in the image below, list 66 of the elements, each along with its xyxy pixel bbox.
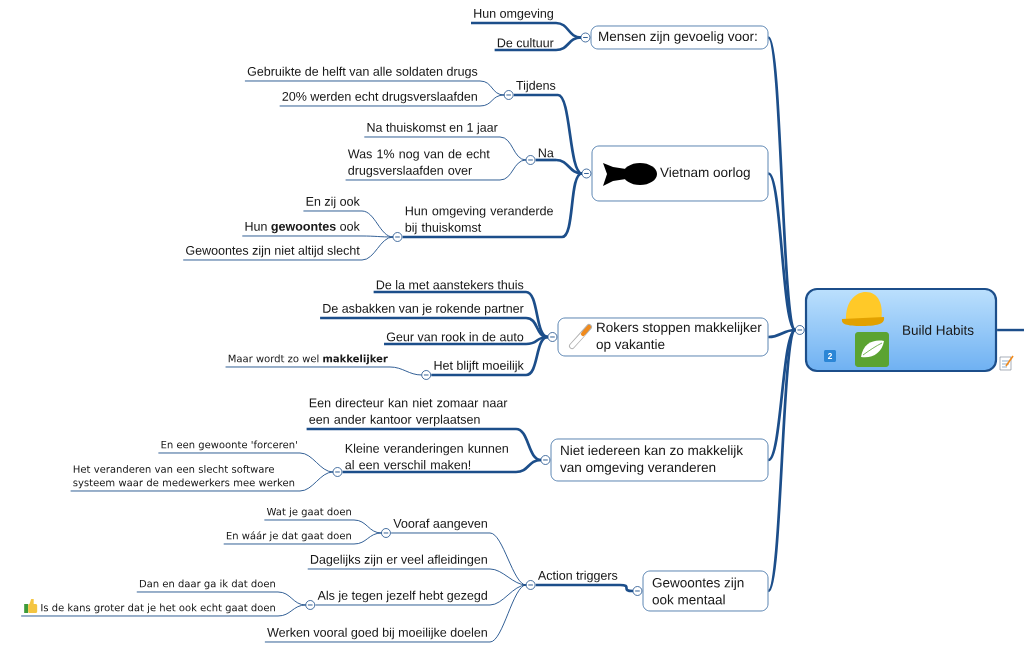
topic-label: Een directeur kan niet zomaar naar een ander kantoor verplaatsen [306, 398, 516, 431]
topic-label: Maar wordt zo wel makkelijker [225, 354, 391, 368]
branch-line [997, 328, 1024, 332]
topic-label: Hun omgeving veranderde bij thuiskomst [402, 206, 562, 239]
topic-label: Was 1% nog van de echt drugsverslaafden over [345, 149, 501, 181]
branch-line [515, 458, 542, 474]
branch-line [489, 568, 527, 586]
branch-line [557, 93, 583, 175]
topic-box: Vietnam oorlog [591, 145, 769, 202]
number-badge: 2 [824, 350, 836, 362]
branch-line [515, 427, 542, 462]
topic-label: Werken vooral goed bij moeilijke doelen [264, 627, 491, 643]
topic-label: Action triggers [535, 570, 620, 587]
branch-line [489, 532, 527, 586]
branch-line [555, 36, 582, 52]
topic-label: En zij ook [302, 196, 363, 212]
branch-line [299, 471, 334, 492]
topic-label: Geur van rook in de auto [384, 332, 526, 346]
branch-line [353, 532, 382, 545]
topic-label: Na thuiskomst en 1 jaar [363, 122, 501, 138]
topic-box: Mensen zijn gevoelig voor: [590, 25, 769, 50]
topic-label: Tijdens [513, 80, 558, 97]
branch-line [561, 172, 583, 239]
branch-line [555, 158, 583, 175]
topic-label: Is de kans groter dat je het ook echt gaat doen [20, 603, 279, 617]
branch-line [767, 328, 797, 461]
branch-line [353, 519, 382, 534]
topic-label: Het blijft moeilijk [431, 360, 526, 377]
branch-line [499, 159, 527, 181]
topic-box: Gewoontes zijn ook mentaal [642, 570, 769, 612]
topic-label: Na [535, 148, 556, 162]
topic-box: Niet iedereen kan zo makkelijk van omgeving veranderen [550, 438, 769, 482]
branch-line [499, 136, 527, 161]
branch-line [277, 591, 307, 606]
branch-line [361, 236, 394, 261]
topic-label: Kleine veranderingen kunnen al een verschil maken! [342, 443, 516, 474]
topic-label: De cultuur [494, 38, 556, 52]
branch-line [489, 584, 527, 643]
topic-label: En een gewoonte 'forceren' [157, 440, 301, 454]
branch-line [277, 604, 307, 617]
topic-label: De asbakken van je rokende partner [320, 303, 526, 320]
topic-label: De la met aanstekers thuis [373, 280, 526, 294]
topic-box: Rokers stoppen makkelijker op vakantie [557, 317, 769, 357]
branch-line [361, 235, 394, 238]
branch-line [525, 335, 549, 377]
topic-label: Wat je gaat doen [263, 507, 355, 521]
branch-line [479, 80, 505, 96]
topic-label: Gebruikte de helft van alle soldaten drugs [244, 66, 481, 82]
topic-label: Vooraf aangeven [390, 518, 491, 534]
branch-line [767, 329, 797, 592]
topic-label: Hun omgeving [471, 8, 556, 25]
topic-label: Dan en daar ga ik dat doen [136, 579, 279, 593]
topic-label: Gewoontes zijn niet altijd slecht [182, 245, 363, 261]
branch-line [525, 316, 549, 339]
branch-line [389, 366, 423, 376]
branch-line [768, 328, 796, 339]
branch-line [767, 172, 797, 331]
topic-label: Het veranderen van een slecht software systeem waar de medewerkers mee werken [70, 465, 301, 492]
topic-label: Hun gewoontes ook [241, 221, 363, 237]
topic-label: Als je tegen jezelf hebt gezegd [314, 590, 491, 606]
branch-line [299, 452, 334, 473]
branch-line [479, 94, 505, 107]
topic-label: Dagelijks zijn er veel afleidingen [307, 554, 491, 570]
branch-line [619, 583, 633, 593]
topic-label: En wáár je dat gaat doen [223, 531, 355, 545]
topic-label: 20% werden echt drugsverslaafden [279, 91, 481, 107]
